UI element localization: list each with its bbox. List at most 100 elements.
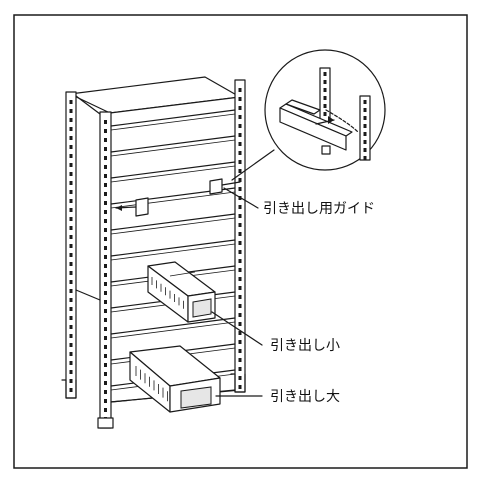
post-hole	[104, 219, 107, 223]
post-hole	[69, 370, 73, 374]
post-hole	[104, 246, 107, 250]
post-hole	[238, 124, 242, 128]
post-hole	[69, 352, 73, 356]
post-hole	[238, 133, 242, 137]
post-hole	[238, 331, 242, 335]
post-hole	[104, 327, 107, 331]
shelf-board-lip	[110, 113, 236, 131]
post-holes	[69, 88, 242, 421]
post-hole	[238, 160, 242, 164]
post-hole	[69, 127, 73, 131]
post-hole	[69, 343, 73, 347]
post-hole	[238, 205, 242, 209]
post-hole	[238, 250, 242, 254]
post-hole	[69, 262, 73, 266]
post-hole	[104, 120, 107, 124]
post-hole	[238, 214, 242, 218]
shelf-board-lip	[110, 139, 236, 157]
post-hole	[104, 228, 107, 232]
post-hole	[69, 226, 73, 230]
post-hole	[238, 376, 242, 380]
drawer-guide-on-shelf	[115, 178, 241, 217]
post-hole	[104, 345, 107, 349]
post-hole	[104, 381, 107, 385]
post-hole	[69, 136, 73, 140]
post-hole	[238, 277, 242, 281]
post-hole	[69, 325, 73, 329]
post-hole	[104, 273, 107, 277]
post-hole	[69, 334, 73, 338]
post-hole	[69, 163, 73, 167]
label-drawer-large: 引き出し大	[270, 389, 340, 405]
post-hole	[104, 237, 107, 241]
post-hole	[104, 354, 107, 358]
post-hole	[104, 309, 107, 313]
small-drawer	[147, 261, 216, 323]
post-hole	[104, 408, 107, 412]
post-hole	[238, 340, 242, 344]
post-hole	[69, 217, 73, 221]
post-hole	[238, 169, 242, 173]
post-hole	[238, 358, 242, 362]
post-hole	[238, 286, 242, 290]
shelf-board-edge	[110, 239, 236, 257]
post-hole	[104, 300, 107, 304]
post-hole	[69, 361, 73, 365]
post-hole	[238, 97, 242, 101]
shelf-board-lip	[110, 217, 236, 235]
steel-shelf-unit	[61, 76, 246, 429]
shelf-board-edge	[110, 213, 236, 231]
post-hole	[104, 282, 107, 286]
post-hole	[238, 349, 242, 353]
post-hole	[104, 201, 107, 205]
post-hole	[69, 379, 73, 383]
shelf-board-lip	[110, 165, 236, 183]
shelf-board-edge	[110, 109, 236, 127]
post-hole	[104, 318, 107, 322]
post-hole	[104, 399, 107, 403]
post-hole	[238, 142, 242, 146]
post-hole	[238, 106, 242, 110]
label-drawer-small: 引き出し小	[270, 338, 340, 354]
shelf-board-lip	[110, 243, 236, 261]
post-hole	[104, 147, 107, 151]
post-hole	[69, 172, 73, 176]
post-hole	[238, 322, 242, 326]
post-hole	[238, 223, 242, 227]
post-hole	[104, 372, 107, 376]
post-hole	[104, 183, 107, 187]
post-hole	[238, 385, 242, 389]
guide-detail-callout	[231, 49, 386, 181]
post-hole	[69, 235, 73, 239]
post-hole	[104, 336, 107, 340]
post-hole	[238, 304, 242, 308]
post-hole	[69, 181, 73, 185]
post-hole	[69, 289, 73, 293]
shelf-board-edge	[110, 317, 236, 335]
post-hole	[238, 241, 242, 245]
post-hole	[69, 109, 73, 113]
leader-drawer-small	[211, 311, 263, 346]
post-hole	[104, 165, 107, 169]
post-hole	[238, 178, 242, 182]
post-hole	[238, 115, 242, 119]
post-hole	[69, 307, 73, 311]
post-hole	[69, 280, 73, 284]
post-hole	[69, 190, 73, 194]
post-hole	[69, 208, 73, 212]
post-hole	[69, 271, 73, 275]
post-hole	[238, 187, 242, 191]
post-hole	[238, 259, 242, 263]
post-hole	[69, 145, 73, 149]
post-hole	[238, 232, 242, 236]
post-hole	[69, 298, 73, 302]
post-hole	[238, 295, 242, 299]
post-hole	[104, 192, 107, 196]
post-hole	[104, 255, 107, 259]
post-hole	[238, 151, 242, 155]
post-hole	[104, 291, 107, 295]
post-hole	[69, 100, 73, 104]
post-hole	[69, 244, 73, 248]
post-hole	[69, 388, 73, 392]
